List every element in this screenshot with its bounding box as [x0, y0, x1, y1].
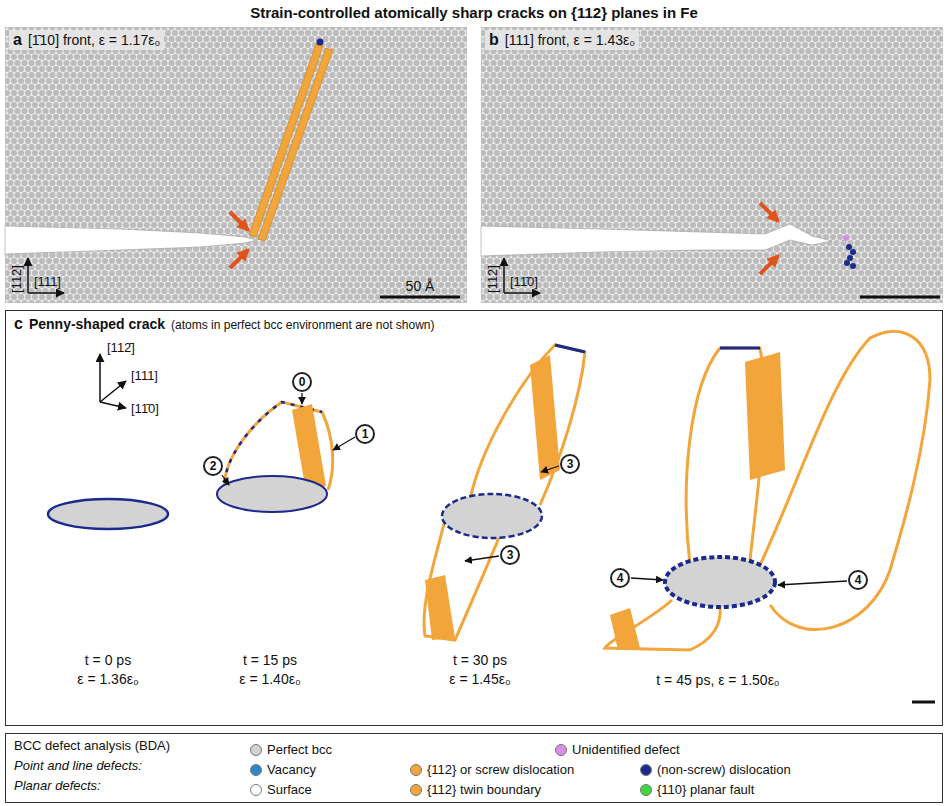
panel-letter: b	[489, 31, 499, 49]
legend-text: Perfect bcc	[267, 742, 332, 757]
callout-number: 2	[203, 456, 223, 476]
axis-label: 50 Å	[406, 278, 435, 294]
legend-item: (non-screw) dislocation	[640, 762, 791, 777]
axis-label: [111]	[131, 368, 158, 384]
callout-number: 4	[848, 570, 868, 590]
legend-text: Surface	[267, 782, 312, 797]
legend-item: {110} planar fault	[640, 782, 754, 797]
axis-label: [112̄]	[107, 340, 135, 356]
legend-text: Vacancy	[267, 762, 316, 777]
legend-item: Perfect bcc	[250, 742, 332, 757]
panel-heading: Penny-shaped crack	[29, 316, 165, 332]
legend-item: {112} twin boundary	[410, 782, 541, 797]
legend-item: Unidentified defect	[555, 742, 680, 757]
legend-swatch	[250, 744, 262, 756]
panel-letter: c	[14, 315, 23, 333]
panel-c-crack	[48, 331, 935, 702]
panel-header: a [1̄10] front, ε = 1.17ε₀	[9, 30, 164, 50]
panel-letter: a	[13, 31, 22, 49]
legend-swatch	[640, 784, 652, 796]
panel-header: b [111] front, ε = 1.43ε₀	[485, 30, 639, 50]
legend-text: {112} twin boundary	[427, 782, 541, 797]
legend-swatch	[250, 784, 262, 796]
axis-label: [11̄0]	[131, 401, 159, 417]
legend-item: {112} or screw dislocation	[410, 762, 574, 777]
callout-number: 3	[500, 545, 520, 565]
panel-header: c Penny-shaped crack (atoms in perfect bcc…	[10, 314, 439, 334]
legend-text: {110} planar fault	[657, 782, 754, 797]
axis-label: [11̄0]	[510, 274, 538, 290]
time-strain-label: t = 30 ps	[453, 652, 507, 668]
time-strain-label: ε = 1.45ε₀	[449, 671, 511, 687]
axis-label: [112]	[9, 265, 25, 293]
time-strain-label: ε = 1.40ε₀	[239, 671, 301, 687]
time-strain-label: ε = 1.36ε₀	[77, 671, 139, 687]
panel-a-atoms	[5, 27, 467, 303]
panel-b-atoms	[481, 27, 943, 303]
legend-heading: Planar defects:	[14, 778, 101, 794]
callout-number: 3	[560, 454, 580, 474]
legend-heading: BCC defect analysis (BDA)	[14, 738, 170, 754]
time-strain-label: t = 45 ps, ε = 1.50ε₀	[656, 672, 779, 688]
legend-item: Surface	[250, 782, 312, 797]
legend-swatch	[410, 784, 422, 796]
figure-title: Strain-controlled atomically sharp crack…	[0, 4, 948, 21]
legend-item: Vacancy	[250, 762, 316, 777]
legend-swatch	[640, 764, 652, 776]
image-panel: a [1̄10] front, ε = 1.17ε₀	[5, 27, 467, 303]
legend-swatch	[555, 744, 567, 756]
time-strain-label: t = 15 ps	[243, 652, 297, 668]
callout-number: 1	[355, 424, 375, 444]
panel-heading: [111] front, ε = 1.43ε₀	[505, 32, 635, 48]
axis-label: [111]	[34, 274, 61, 290]
panel-heading: [1̄10] front, ε = 1.17ε₀	[28, 32, 160, 48]
legend-text: Unidentified defect	[572, 742, 680, 757]
legend-swatch	[410, 764, 422, 776]
callout-number: 4	[610, 568, 630, 588]
time-strain-label: t = 0 ps	[85, 652, 131, 668]
callout-number: 0	[292, 372, 312, 392]
panel-heading: (atoms in perfect bcc environment are no…	[171, 318, 434, 332]
image-panel: b [111] front, ε = 1.43ε₀	[481, 27, 943, 303]
legend-text: {112} or screw dislocation	[427, 762, 574, 777]
legend-swatch	[250, 764, 262, 776]
axis-label: [112]	[485, 265, 501, 293]
legend-text: (non-screw) dislocation	[657, 762, 791, 777]
legend-heading: Point and line defects:	[14, 758, 142, 774]
